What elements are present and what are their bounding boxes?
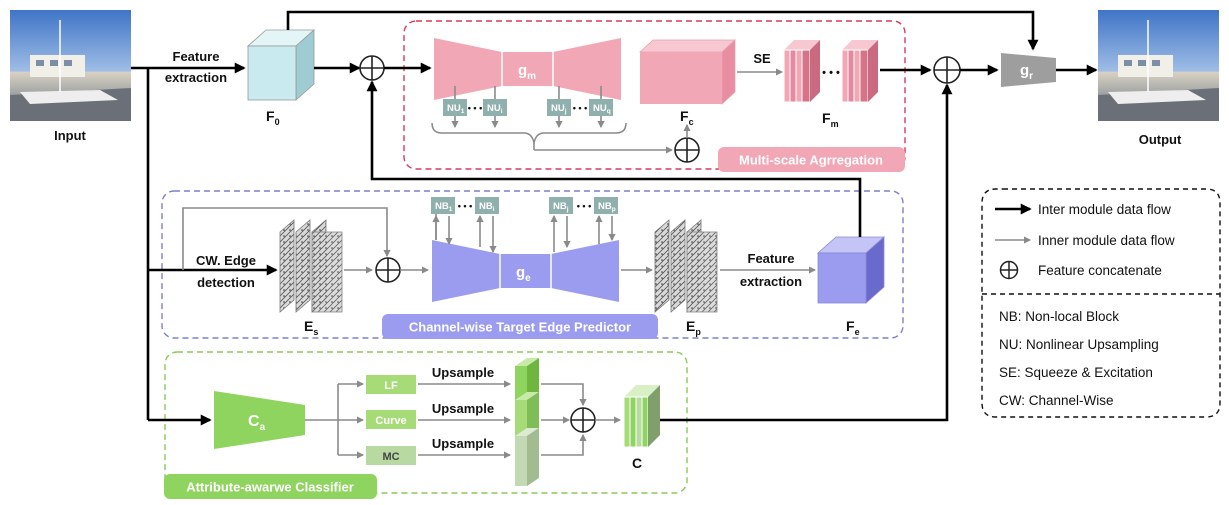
cw-edge-label-2: detection: [197, 275, 255, 290]
nu-block-j: [547, 99, 571, 116]
nu-dots-right: • • •: [573, 103, 587, 113]
nb-dots-right: • • •: [577, 201, 591, 211]
cw-edge-label-1: CW. Edge: [196, 253, 256, 268]
concat-icon-classifier: [570, 407, 596, 433]
gr-network: [1001, 53, 1056, 87]
gr-label: gr: [1020, 62, 1033, 82]
feature-extraction-label-top-2: extraction: [165, 70, 227, 85]
ge-network: [432, 240, 619, 302]
concat-icon-multiscale: [674, 137, 700, 163]
nb-block-j: [549, 197, 573, 214]
f0-cube: [246, 29, 316, 101]
fm-dots: • • •: [822, 67, 840, 79]
nu-label-q: NUq: [593, 103, 611, 115]
es-label: Es: [304, 318, 318, 337]
multiscale-module-label-bg: [718, 147, 905, 172]
ep-edge-maps: [654, 219, 718, 313]
output-label: Output: [1139, 132, 1182, 147]
ge-label: ge: [516, 264, 531, 284]
classifier-module-label: Attribute-awarwe Classifier: [186, 480, 354, 495]
fc-label: Fc: [680, 108, 694, 127]
concat-icon-top-right: [933, 56, 961, 84]
curve-label: Curve: [375, 415, 406, 427]
ca-branches: [305, 380, 365, 459]
nb-block-i: [475, 197, 499, 214]
ca-label: Ca: [248, 413, 266, 433]
feature-extraction-label-mid-2: extraction: [740, 274, 802, 289]
fm-label: Fm: [822, 110, 839, 129]
mc-label: MC: [382, 451, 399, 463]
nu-block-i: [483, 99, 507, 116]
upsample-label-3: Upsample: [432, 436, 494, 451]
lf-label: LF: [384, 380, 398, 392]
input-label: Input: [54, 128, 86, 143]
nb-label-i: NBi: [479, 201, 495, 213]
nu-block-q: [589, 99, 613, 116]
c-feature-stack: [623, 385, 660, 448]
ca-network: [214, 391, 305, 449]
legend-concat-icon: [999, 260, 1019, 280]
input-image: [10, 10, 131, 121]
legend-inner-text: Inner module data flow: [1038, 233, 1175, 248]
feature-extraction-label-mid-1: Feature: [748, 251, 795, 266]
nu-label-j: NUj: [551, 103, 567, 115]
arrow-inner-skip-to-concat: [182, 207, 391, 270]
nb-blocks: [431, 197, 618, 254]
nu-brace: [431, 122, 627, 144]
nb-label-j: NBj: [553, 201, 569, 213]
nu-block-1: [443, 99, 467, 116]
c-label: C: [632, 455, 642, 471]
concat-icon-top-left: [359, 55, 385, 81]
curve-block: [366, 410, 416, 429]
legend-concat-text: Feature concatenate: [1038, 263, 1162, 278]
nb-dots-left: • • •: [458, 201, 472, 211]
classifier-merge-lines: [541, 383, 587, 456]
feature-extraction-label-top-1: Feature: [173, 49, 220, 64]
fe-label: Fe: [846, 318, 860, 337]
legend-inter-text: Inter module data flow: [1038, 202, 1171, 217]
f0-label: F0: [266, 108, 280, 127]
nb-label-1: NB1: [435, 201, 453, 213]
upsampled-features: [515, 358, 539, 486]
nb-label-p: NBp: [598, 201, 616, 213]
classifier-module-label-bg: [164, 474, 377, 499]
fc-block: [638, 39, 737, 105]
legend-nb-text: NB: Non-local Block: [999, 309, 1119, 324]
output-image: [1098, 10, 1219, 121]
legend-nu-text: NU: Nonlinear Upsampling: [999, 337, 1159, 352]
concat-icon-edge: [375, 257, 401, 283]
legend: Inter module data flow Inner module data…: [981, 188, 1221, 418]
ep-label: Ep: [686, 318, 701, 337]
nb-block-p: [594, 197, 618, 214]
mc-block: [366, 446, 416, 465]
nu-dots-left: • • •: [468, 103, 482, 113]
gm-label: gm: [518, 62, 536, 82]
se-label: SE: [753, 51, 771, 66]
fe-cube: [816, 236, 886, 304]
lf-block: [366, 375, 416, 394]
edge-predictor-module-label: Channel-wise Target Edge Predictor: [409, 320, 631, 335]
nu-label-i: NUi: [487, 103, 503, 115]
edge-predictor-module-label-bg: [382, 314, 658, 339]
fm-feature-stack: [783, 40, 878, 103]
legend-se-text: SE: Squeeze & Excitation: [999, 365, 1153, 380]
arrow-f0-skip-to-gr: [286, 10, 1039, 51]
nu-label-1: NU1: [447, 103, 465, 115]
multiscale-module-label: Multi-scale Agrregation: [739, 153, 883, 168]
arrow-c-to-concat-right: [660, 83, 953, 422]
upsample-label-2: Upsample: [432, 401, 494, 416]
upsample-label-1: Upsample: [432, 365, 494, 380]
arrow-fe-feedback-to-concat: [366, 80, 862, 237]
gm-network: [434, 38, 621, 100]
classifier-module-box: [164, 351, 688, 494]
legend-cw-text: CW: Channel-Wise: [999, 393, 1114, 408]
nb-block-1: [431, 197, 455, 214]
es-edge-maps: [279, 219, 343, 313]
nu-blocks: [443, 86, 613, 129]
